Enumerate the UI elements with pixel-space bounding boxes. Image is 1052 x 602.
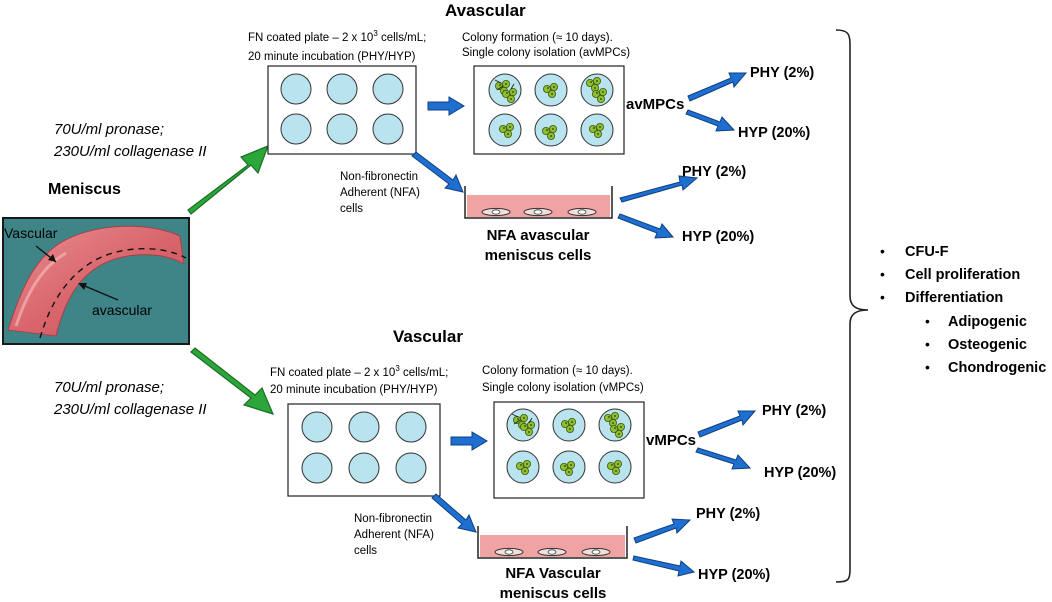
vascular-nfa-arrow-phy [633, 518, 692, 544]
vascular-mpc-label: vMPCs [646, 432, 696, 449]
avascular-enzyme-line2: 230U/ml collagenase II [53, 143, 207, 160]
outcome-sub-bullet: • [925, 336, 930, 352]
meniscus-photo [2, 217, 190, 345]
avascular-hyp: HYP (20%) [738, 125, 810, 141]
avascular-phy: PHY (2%) [750, 65, 814, 81]
outcome-item: Differentiation [905, 290, 1003, 306]
outcome-list: • CFU-F • Cell proliferation • Different… [880, 243, 1046, 376]
right-brace [835, 29, 869, 583]
avascular-plate-line2: 20 minute incubation (PHY/HYP) [248, 51, 416, 63]
avascular-colony-line1: Colony formation (≈ 10 days). [462, 32, 613, 44]
green-arrow-up [187, 144, 270, 215]
avascular-nfa-phy: PHY (2%) [682, 164, 746, 180]
outcome-bullet: • [880, 243, 885, 259]
vascular-colony-line1: Colony formation (≈ 10 days). [482, 365, 633, 377]
vascular-nfa-line2: Adherent (NFA) [354, 529, 434, 541]
vascular-title: Vascular [393, 327, 463, 346]
avascular-fn-plate [267, 65, 417, 155]
vascular-nfa-phy: PHY (2%) [696, 506, 760, 522]
vascular-enzyme-line1: 70U/ml pronase; [54, 379, 164, 396]
avascular-mpc-label: avMPCs [626, 96, 684, 113]
avascular-nfa-arrow-phy [619, 175, 699, 203]
vascular-blue-arrow-to-nfa [431, 493, 477, 533]
avascular-nfa-line2: Adherent (NFA) [340, 187, 420, 199]
avascular-mpc-arrow-phy [687, 72, 748, 102]
avascular-nfa-arrow-hyp [617, 213, 675, 239]
outcome-subitem: Osteogenic [948, 337, 1027, 353]
green-arrow-down [190, 347, 275, 415]
avascular-nfa-hyp: HYP (20%) [682, 229, 754, 245]
avascular-nfa-line3: cells [340, 203, 363, 215]
outcome-subitem: Chondrogenic [948, 360, 1046, 376]
meniscus-title: Meniscus [48, 181, 121, 198]
vascular-enzyme-line2: 230U/ml collagenase II [53, 401, 207, 418]
meniscus-avascular-label: avascular [92, 302, 152, 318]
avascular-colony-line2: Single colony isolation (avMPCs) [462, 47, 630, 59]
outcome-bullet: • [880, 289, 885, 305]
avascular-nfa-cells-line1: NFA avascular [487, 227, 590, 244]
vascular-colony-line2: Single colony isolation (vMPCs) [482, 382, 644, 394]
vascular-phy: PHY (2%) [762, 403, 826, 419]
avascular-nfa-cells-line2: meniscus cells [485, 247, 592, 264]
avascular-plate-line1: FN coated plate – 2 x 103 cells/mL; [248, 29, 426, 44]
avascular-blue-arrow-to-colony [427, 96, 465, 116]
vascular-colony-plate [493, 401, 645, 499]
avascular-mpc-arrow-hyp [685, 109, 736, 132]
outcome-subitem: Adipogenic [948, 314, 1027, 330]
vascular-nfa-cells-line2: meniscus cells [500, 585, 607, 602]
vascular-fn-plate [287, 403, 441, 497]
avascular-nfa-dish [464, 186, 613, 219]
outcome-item: CFU-F [905, 244, 949, 260]
avascular-blue-arrow-to-nfa [411, 151, 464, 193]
vascular-nfa-line1: Non-fibronectin [354, 513, 432, 525]
vascular-mpc-arrow-hyp [695, 447, 752, 470]
vascular-mpc-arrow-phy [697, 410, 757, 438]
avascular-title: Avascular [445, 1, 526, 20]
vascular-hyp: HYP (20%) [764, 465, 836, 481]
outcome-item: Cell proliferation [905, 267, 1020, 283]
vascular-plate-line1: FN coated plate – 2 x 103 cells/mL; [270, 364, 448, 379]
vascular-nfa-line3: cells [354, 545, 377, 557]
vascular-nfa-cells-line1: NFA Vascular [505, 565, 600, 582]
avascular-enzyme-line1: 70U/ml pronase; [54, 121, 164, 138]
avascular-colony-plate [473, 65, 625, 155]
outcome-sub-bullet: • [925, 313, 930, 329]
outcome-bullet: • [880, 266, 885, 282]
meniscus-vascular-label: Vascular [4, 225, 58, 241]
avascular-nfa-line1: Non-fibronectin [340, 171, 418, 183]
vascular-nfa-dish [477, 526, 628, 559]
vascular-nfa-arrow-hyp [632, 555, 696, 577]
outcome-sub-bullet: • [925, 359, 930, 375]
vascular-plate-line2: 20 minute incubation (PHY/HYP) [270, 384, 438, 396]
vascular-nfa-hyp: HYP (20%) [698, 567, 770, 583]
vascular-blue-arrow-to-colony [450, 431, 488, 451]
